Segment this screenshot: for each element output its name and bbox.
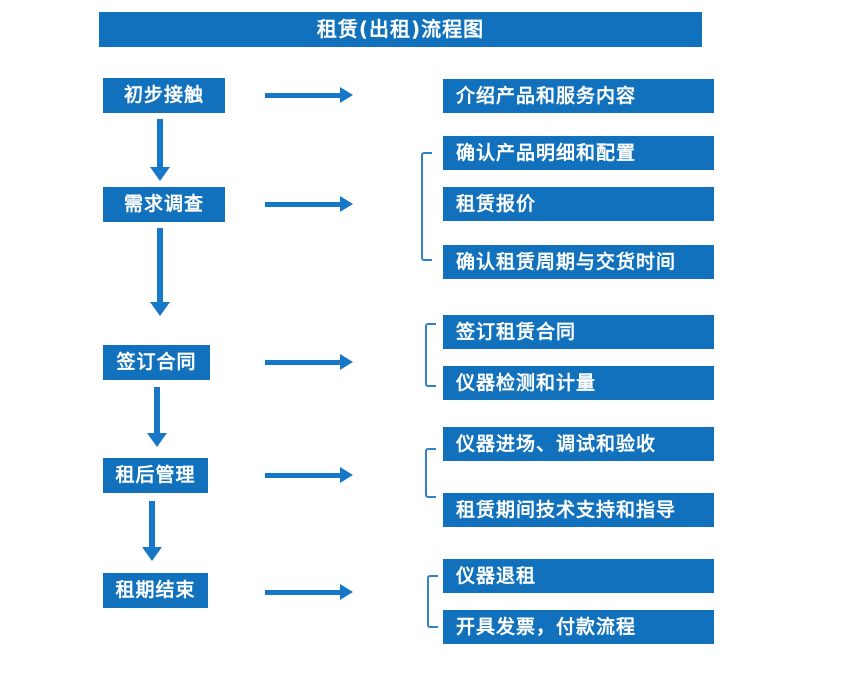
arrow-right-icon bbox=[265, 87, 353, 103]
arrow-down-icon bbox=[150, 119, 170, 181]
flowchart-title: 租赁(出租)流程图 bbox=[99, 12, 702, 47]
arrow-right-icon bbox=[265, 354, 353, 370]
arrow-right-icon bbox=[265, 467, 353, 483]
output-node-rental-quote: 租赁报价 bbox=[443, 187, 714, 221]
output-node-instrument-return: 仪器退租 bbox=[443, 559, 714, 593]
output-node-confirm-details: 确认产品明细和配置 bbox=[443, 136, 714, 170]
arrow-down-icon bbox=[150, 228, 170, 316]
output-node-instrument-entry: 仪器进场、调试和验收 bbox=[443, 427, 714, 461]
bracket-connector bbox=[421, 152, 432, 261]
step-node-post-rental-mgmt: 租后管理 bbox=[103, 458, 208, 493]
bracket-connector bbox=[427, 575, 438, 628]
bracket-connector bbox=[425, 448, 436, 498]
step-node-rental-end: 租期结束 bbox=[103, 573, 208, 608]
output-node-invoice-payment: 开具发票，付款流程 bbox=[443, 610, 714, 644]
arrow-down-icon bbox=[142, 501, 162, 561]
arrow-down-icon bbox=[147, 387, 167, 447]
arrow-right-icon bbox=[265, 196, 353, 212]
output-node-instrument-testing: 仪器检测和计量 bbox=[443, 366, 714, 400]
output-node-introduce-products: 介绍产品和服务内容 bbox=[443, 79, 714, 113]
arrow-right-icon bbox=[265, 584, 353, 600]
output-node-sign-rental-contract: 签订租赁合同 bbox=[443, 315, 714, 349]
step-node-demand-survey: 需求调查 bbox=[103, 187, 225, 222]
output-node-tech-support: 租赁期间技术支持和指导 bbox=[443, 493, 714, 527]
output-node-confirm-cycle: 确认租赁周期与交货时间 bbox=[443, 245, 714, 279]
step-node-initial-contact: 初步接触 bbox=[103, 78, 225, 113]
bracket-connector bbox=[425, 323, 436, 387]
step-node-sign-contract: 签订合同 bbox=[103, 345, 210, 380]
